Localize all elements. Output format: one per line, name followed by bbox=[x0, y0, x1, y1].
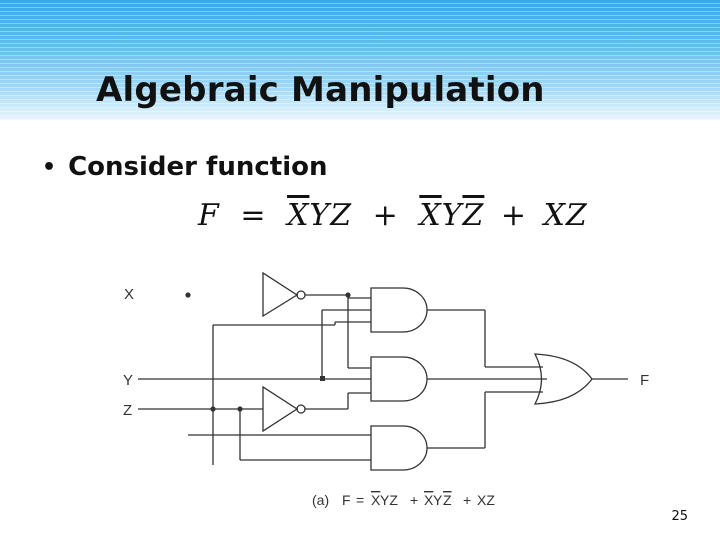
caption-t2-bar2: Z bbox=[443, 492, 452, 508]
input-label-x: X bbox=[124, 286, 134, 303]
caption-plus1: + bbox=[410, 492, 418, 508]
input-label-y: Y bbox=[123, 372, 133, 389]
not-gate-top bbox=[262, 271, 299, 318]
formula-term2-mid: Y bbox=[441, 198, 463, 233]
and-gate-3 bbox=[370, 425, 428, 471]
caption-lhs: F bbox=[342, 492, 351, 508]
formula-plus2: + bbox=[500, 198, 528, 233]
junction-x-dot bbox=[185, 292, 191, 298]
caption-t2-mid: Y bbox=[433, 492, 443, 508]
junction-y-marker bbox=[320, 376, 325, 381]
formula-term1-bar: X bbox=[287, 198, 310, 233]
slide-title: Algebraic Manipulation bbox=[96, 70, 545, 110]
not-gate-bottom bbox=[262, 385, 299, 433]
formula-term2-bar2: Z bbox=[462, 198, 485, 233]
formula-eq: = bbox=[240, 198, 267, 233]
caption-eq: = bbox=[356, 492, 364, 508]
input-label-z: Z bbox=[123, 402, 132, 419]
page-number: 25 bbox=[671, 509, 688, 524]
formula-plus1: + bbox=[372, 198, 399, 233]
header-band bbox=[0, 0, 720, 120]
output-label-f: F bbox=[640, 372, 649, 389]
junction-top-dot bbox=[345, 292, 351, 298]
not-gate-top-bubble bbox=[296, 290, 306, 300]
junction-z-dot bbox=[210, 406, 216, 412]
caption-t1-rest: YZ bbox=[380, 492, 398, 508]
formula-term2-bar1: X bbox=[419, 198, 442, 233]
formula-term3: XZ bbox=[543, 198, 588, 233]
and-gate-2 bbox=[370, 356, 428, 402]
caption-t2-bar1: X bbox=[424, 492, 434, 508]
bullet-item: • Consider function bbox=[42, 152, 327, 182]
caption-prefix: (a) bbox=[312, 492, 329, 508]
bullet-dot-icon: • bbox=[42, 154, 57, 180]
caption-t3: XZ bbox=[477, 492, 495, 508]
caption-t1-bar: X bbox=[371, 492, 381, 508]
formula-term1-rest: YZ bbox=[309, 198, 353, 233]
not-gate-bottom-bubble bbox=[296, 404, 306, 414]
junction-z2-dot bbox=[237, 406, 243, 412]
or-gate bbox=[533, 353, 593, 405]
formula: F = XYZ + XYZ + XZ bbox=[198, 198, 588, 233]
and-gate-1 bbox=[370, 287, 428, 333]
formula-lhs: F bbox=[198, 198, 220, 233]
bullet-text: Consider function bbox=[68, 152, 328, 182]
caption-plus2: + bbox=[463, 492, 471, 508]
